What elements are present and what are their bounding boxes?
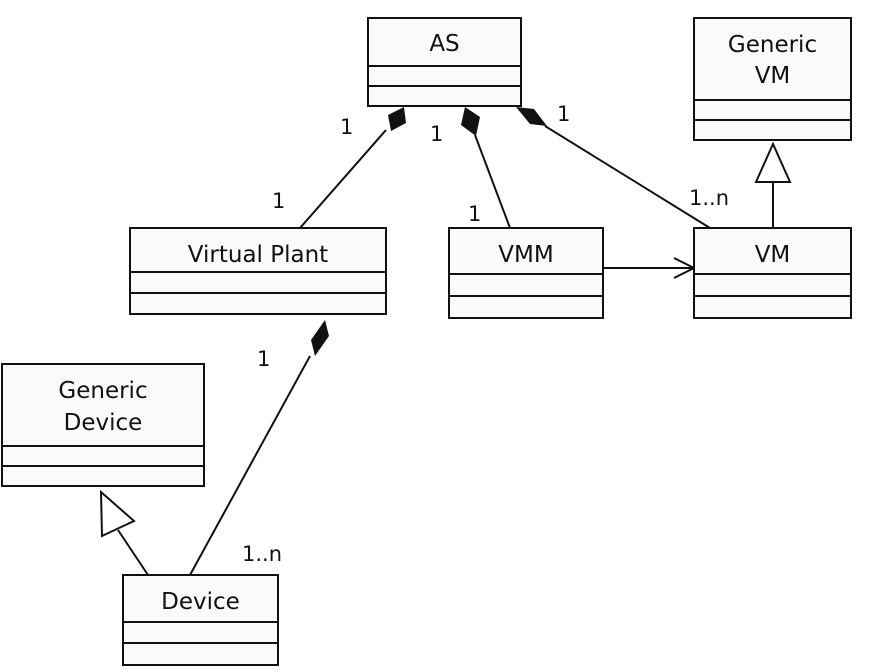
generalization-vm-generic-vm bbox=[754, 141, 792, 228]
association-as-vm bbox=[516, 107, 711, 229]
class-generic-device: Generic Device bbox=[1, 363, 205, 487]
multiplicity-as-vm-whole: 1 bbox=[557, 102, 570, 126]
generalization-device-generic-device bbox=[99, 489, 149, 576]
class-name: AS bbox=[429, 31, 459, 57]
association-as-virtual-plant bbox=[299, 107, 406, 229]
association-virtual-plant-device bbox=[189, 320, 329, 576]
class-name-line-1: Generic bbox=[728, 32, 817, 58]
class-virtual-plant: Virtual Plant bbox=[129, 227, 387, 315]
class-vmm: VMM bbox=[448, 227, 604, 319]
class-vm: VM bbox=[693, 227, 852, 319]
multiplicity-as-vmm-whole: 1 bbox=[430, 122, 443, 146]
class-generic-vm: Generic VM bbox=[693, 17, 852, 141]
multiplicity-as-vmm-part: 1 bbox=[468, 202, 481, 226]
association-vmm-vm bbox=[603, 257, 697, 279]
association-as-vmm bbox=[461, 107, 511, 229]
multiplicity-virtual-plant-device-whole: 1 bbox=[257, 347, 270, 371]
class-name-line-2: VM bbox=[755, 63, 791, 89]
multiplicity-virtual-plant-device-part: 1..n bbox=[242, 542, 282, 566]
class-as: AS bbox=[367, 17, 522, 107]
generalization-triangle-icon bbox=[99, 489, 136, 538]
class-device: Device bbox=[122, 574, 279, 666]
composition-diamond-icon bbox=[311, 320, 329, 356]
class-name: VMM bbox=[498, 242, 553, 268]
class-name-line-2: Device bbox=[64, 410, 143, 436]
generalization-triangle-icon bbox=[754, 141, 792, 183]
composition-diamond-icon bbox=[516, 107, 547, 126]
composition-diamond-icon bbox=[388, 107, 406, 131]
multiplicity-as-vm-part: 1..n bbox=[689, 186, 729, 210]
class-name: Virtual Plant bbox=[188, 242, 328, 268]
class-name: Device bbox=[161, 589, 240, 615]
multiplicity-as-virtual-plant-part: 1 bbox=[272, 189, 285, 213]
composition-diamond-icon bbox=[461, 107, 480, 136]
class-name: VM bbox=[755, 242, 791, 268]
multiplicity-as-virtual-plant-whole: 1 bbox=[340, 115, 353, 139]
class-name-line-1: Generic bbox=[58, 378, 147, 404]
